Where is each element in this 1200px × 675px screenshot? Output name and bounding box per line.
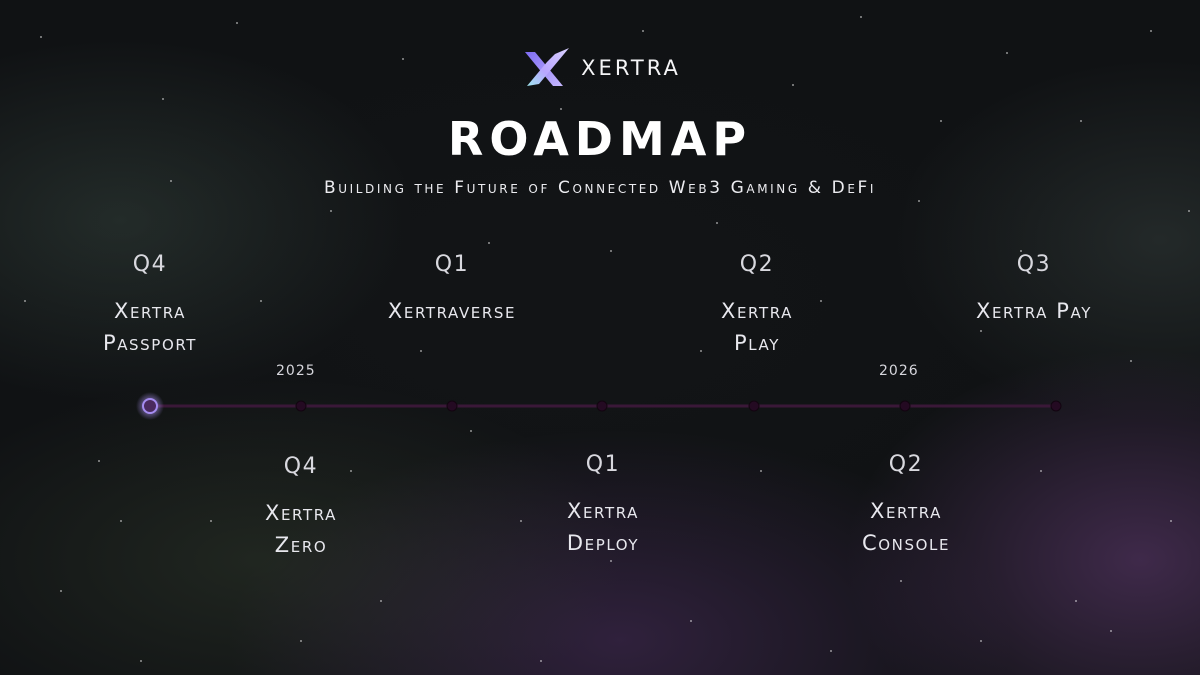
star-dot (330, 210, 332, 212)
timeline-node (1050, 400, 1062, 412)
timeline-node-active (142, 398, 158, 414)
star-dot (488, 242, 490, 244)
star-dot (900, 580, 902, 582)
milestone-quarter: Q2 (739, 252, 775, 277)
star-dot (690, 620, 692, 622)
star-dot (540, 660, 542, 662)
star-dot (760, 470, 762, 472)
milestone-name-line: Passport (102, 331, 198, 355)
star-dot (1110, 630, 1112, 632)
milestone-quarter: Q1 (434, 252, 470, 277)
milestone-name-line: Xertra (566, 499, 640, 523)
page-title: ROADMAP (447, 112, 753, 166)
star-dot (170, 180, 172, 182)
star-dot (1075, 600, 1077, 602)
star-dot (1150, 30, 1152, 32)
star-dot (98, 460, 100, 462)
page-subtitle: Building the Future of Connected Web3 Ga… (323, 178, 877, 198)
x-logo-icon (525, 48, 570, 86)
star-dot (402, 58, 404, 60)
star-dot (792, 84, 794, 86)
milestone-quarter: Q2 (888, 452, 924, 477)
milestone-top-2: Q1 Xertraverse (332, 252, 572, 327)
milestone-name-line: Xertra (264, 501, 338, 525)
star-dot (1006, 52, 1008, 54)
timeline-node (446, 400, 458, 412)
timeline-track (50, 392, 1062, 420)
milestone-bottom-2: Q1 Xertra Deploy (483, 452, 723, 559)
star-dot (1170, 520, 1172, 522)
milestone-name-line: Deploy (566, 531, 640, 555)
star-dot (980, 640, 982, 642)
milestone-quarter: Q1 (585, 452, 621, 477)
star-dot (236, 22, 238, 24)
star-dot (560, 108, 562, 110)
milestone-quarter: Q4 (132, 252, 168, 277)
brand-name: XERTRA (581, 56, 681, 80)
star-dot (470, 430, 472, 432)
star-dot (380, 600, 382, 602)
milestone-bottom-3: Q2 Xertra Console (786, 452, 1026, 559)
star-dot (1188, 210, 1190, 212)
star-dot (210, 520, 212, 522)
star-dot (140, 660, 142, 662)
timeline-node (899, 400, 911, 412)
star-dot (940, 120, 942, 122)
star-dot (24, 300, 26, 302)
brand-header: XERTRA (0, 46, 1200, 90)
star-dot (1130, 360, 1132, 362)
timeline-node (748, 400, 760, 412)
milestone-top-1: Q4 Xertra Passport (30, 252, 270, 359)
year-label-2025: 2025 (276, 363, 316, 379)
milestone-name-line: Xertra (113, 299, 187, 323)
star-dot (60, 590, 62, 592)
star-dot (830, 650, 832, 652)
year-label-2026: 2026 (879, 363, 919, 379)
star-dot (40, 36, 42, 38)
milestone-top-4: Q3 Xertra Pay (914, 252, 1154, 327)
star-dot (918, 200, 920, 202)
milestone-quarter: Q3 (1016, 252, 1052, 277)
star-dot (420, 350, 422, 352)
star-dot (1020, 250, 1022, 252)
star-dot (700, 350, 702, 352)
star-dot (1080, 120, 1082, 122)
star-dot (610, 560, 612, 562)
star-dot (820, 300, 822, 302)
star-dot (350, 470, 352, 472)
milestone-name-line: Console (861, 531, 951, 555)
milestone-bottom-1: Q4 Xertra Zero (181, 454, 421, 561)
timeline-node (295, 400, 307, 412)
timeline-node (596, 400, 608, 412)
star-dot (1040, 470, 1042, 472)
milestone-name-line: Play (733, 331, 781, 355)
milestone-name-line: Xertra (720, 299, 794, 323)
star-dot (300, 640, 302, 642)
milestone-name-line: Zero (274, 533, 328, 557)
star-dot (980, 330, 982, 332)
star-dot (162, 98, 164, 100)
star-dot (260, 300, 262, 302)
milestone-name-line: Xertraverse (387, 299, 517, 323)
star-dot (716, 222, 718, 224)
star-dot (860, 16, 862, 18)
star-dot (610, 250, 612, 252)
milestone-name-line: Xertra (869, 499, 943, 523)
star-dot (642, 30, 644, 32)
milestone-top-3: Q2 Xertra Play (637, 252, 877, 359)
star-dot (120, 520, 122, 522)
star-dot (520, 520, 522, 522)
milestone-quarter: Q4 (283, 454, 319, 479)
milestone-name-line: Xertra Pay (975, 299, 1093, 323)
